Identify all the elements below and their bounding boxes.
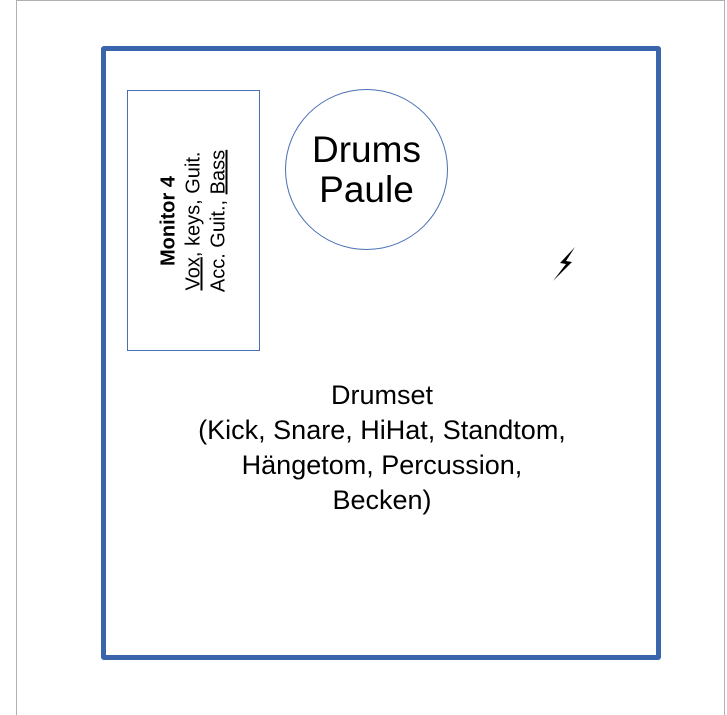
monitor-mix-line-1: Vox, keys, Guit. xyxy=(181,98,206,344)
monitor-title: Monitor 4 xyxy=(157,175,179,266)
lightning-bolt-icon xyxy=(553,247,575,281)
drummer-label-line-1: Drums xyxy=(312,128,421,170)
drumset-label: Drumset (Kick, Snare, HiHat, Standtom, H… xyxy=(112,378,652,518)
drumset-items-line-1: (Kick, Snare, HiHat, Standtom, xyxy=(198,415,566,445)
drumset-items-line-2: Hängetom, Percussion, xyxy=(241,450,523,480)
monitor-mix-vox: Vox xyxy=(182,256,204,290)
drumset-title: Drumset xyxy=(330,380,433,410)
monitor-mix-rest-1: , keys, Guit. xyxy=(182,151,204,257)
monitor-mix-bass: Bass xyxy=(207,149,229,194)
monitor-4-label: Monitor 4 Vox, keys, Guit. Acc. Guit., B… xyxy=(156,98,231,344)
monitor-mix-line-2: Acc. Guit., Bass xyxy=(206,98,231,344)
stage-area xyxy=(101,46,661,660)
drummer-label-line-2: Paule xyxy=(319,168,414,210)
drummer-position-circle: Drums Paule xyxy=(285,89,448,250)
monitor-mix-acc: Acc. Guit., xyxy=(207,193,229,292)
monitor-4-box: Monitor 4 Vox, keys, Guit. Acc. Guit., B… xyxy=(127,90,260,351)
drumset-items-line-3: Becken) xyxy=(332,485,432,515)
